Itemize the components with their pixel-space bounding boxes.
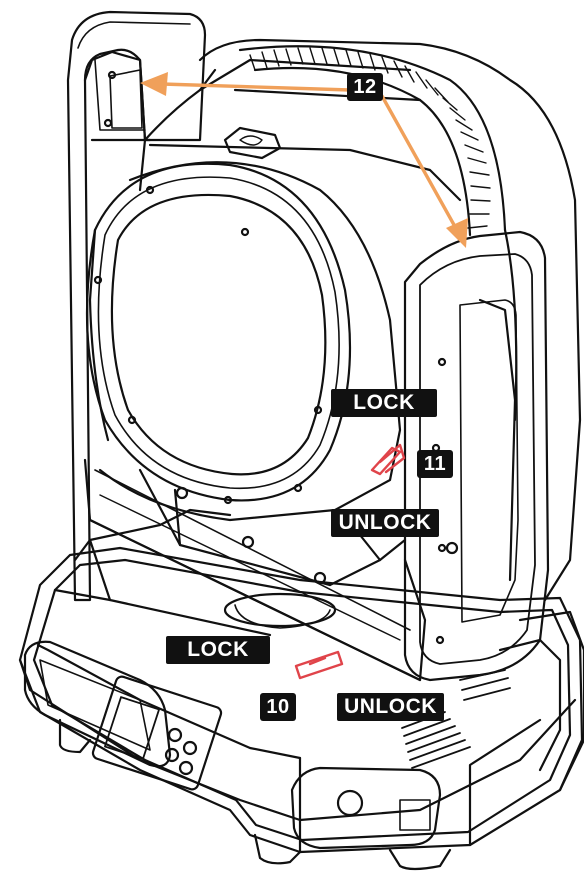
enter-button-icon [182,740,198,756]
unlock-head-label: UNLOCK [331,509,439,537]
pan-lock-lever [294,650,344,680]
callout-10: 10 [260,693,296,721]
front-lens [110,193,327,476]
yoke-cross-bar [83,458,427,682]
arrow-to-left-handle [160,82,352,92]
display-panel [91,675,223,791]
menu-button-icon [167,727,183,743]
left-yoke-arm [66,10,207,602]
callout-12: 12 [347,73,383,101]
front-lens-bezel [85,162,352,502]
up-button-icon [164,747,180,763]
lock-head-label: LOCK [331,389,437,417]
arrowhead-right [446,218,468,248]
base-unit [18,508,584,871]
unlock-base-label: UNLOCK [337,693,444,721]
arrowhead-left [140,72,168,96]
lock-base-label: LOCK [166,636,270,664]
callout-11: 11 [417,450,453,478]
callout-arrows [140,72,468,248]
power-socket-icon [336,789,364,817]
down-button-icon [178,760,194,776]
arrow-to-right-handle [380,94,460,234]
top-handle-icon [223,126,282,160]
tilt-lock-lever [370,443,406,476]
head-body [85,38,582,602]
display-screen [104,696,160,760]
